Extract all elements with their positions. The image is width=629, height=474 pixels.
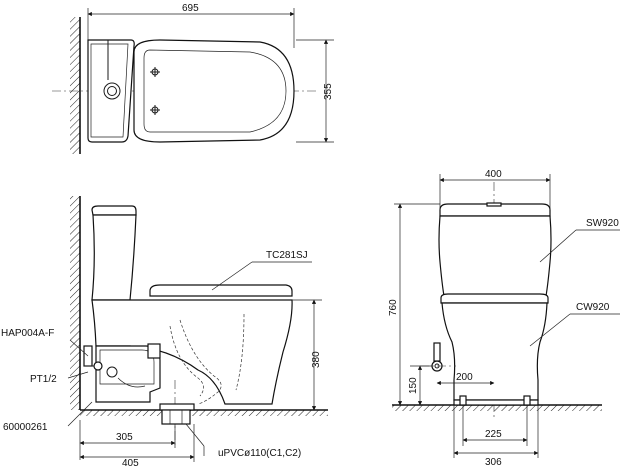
dim-front-height: 760 [388, 203, 440, 406]
dim-label-380: 380 [311, 351, 322, 368]
front-tank-body [438, 215, 552, 297]
label-pt12: PT1/2 [30, 374, 57, 385]
front-bolt-left [459, 395, 467, 406]
top-lid-outline [133, 39, 295, 143]
dim-top-width: 695 [87, 3, 295, 48]
dim-label-225: 225 [485, 429, 502, 440]
side-outlet-cap [147, 343, 161, 359]
label-cw920: CW920 [576, 302, 610, 313]
side-flange-drop [161, 409, 191, 425]
dim-label-305: 305 [116, 432, 133, 443]
label-tc281sj: TC281SJ [266, 250, 308, 261]
dim-side-305: 305 [79, 420, 176, 460]
front-flush-button [486, 202, 502, 207]
label-60000261: 60000261 [3, 422, 48, 433]
top-view: 695 355 [52, 3, 334, 154]
front-floor-hatch [392, 405, 602, 411]
front-view: 400 760 150 200 225 [388, 169, 620, 468]
label-upvc: uPVCø110(C1,C2) [218, 448, 301, 459]
flush-button-outer [103, 82, 121, 100]
dim-side-height: 380 [292, 299, 322, 411]
side-lid [149, 284, 293, 297]
dim-label-355: 355 [323, 83, 334, 100]
dim-label-400: 400 [485, 169, 502, 180]
side-leaders: TC281SJ HAP004A-F PT1/2 60000261 uPVCø11… [1, 250, 312, 459]
dim-front-306: 306 [453, 405, 539, 468]
dim-label-760: 760 [388, 299, 399, 316]
front-supply-valve [433, 342, 441, 362]
side-tank-lid [91, 205, 137, 216]
side-trapway-2 [169, 325, 204, 397]
front-leaders: SW920 CW920 [529, 218, 620, 347]
label-sw920: SW920 [586, 218, 619, 229]
dim-label-306: 306 [485, 457, 502, 468]
side-wall-hatch [70, 196, 80, 410]
dim-label-200: 200 [456, 372, 473, 383]
hinge-marks [150, 67, 160, 115]
side-supply-knob [93, 361, 103, 371]
top-wall-hatch [70, 17, 80, 154]
side-flange [159, 403, 195, 411]
front-bowl-body [441, 302, 548, 401]
front-bolt-right [523, 395, 531, 406]
dim-front-200: 200 [436, 372, 495, 386]
dim-front-225: 225 [462, 405, 528, 446]
flush-button-inner [107, 86, 117, 96]
dim-top-depth: 355 [296, 39, 334, 143]
side-valve-circle [106, 366, 118, 378]
side-bowl-inner [235, 313, 245, 391]
dim-front-150: 150 [408, 365, 432, 406]
top-tank [87, 39, 135, 143]
dim-label-405: 405 [122, 458, 139, 469]
top-tank-inner [90, 43, 129, 138]
side-floor-hatch [80, 410, 328, 416]
front-bowl-base [453, 399, 539, 406]
top-lid-inner [143, 49, 287, 133]
side-pipe-curve [117, 377, 146, 388]
dim-side-405: 405 [79, 424, 195, 469]
label-hap004a-f: HAP004A-F [1, 328, 54, 339]
front-seat-band [440, 293, 549, 304]
side-view: 380 305 405 TC281SJ HAP004A-F PT1/2 6000… [1, 196, 328, 469]
dim-label-150: 150 [408, 377, 419, 394]
dim-label-695: 695 [182, 3, 199, 14]
side-tank-body [91, 214, 137, 301]
side-trapway-1 [179, 319, 222, 405]
